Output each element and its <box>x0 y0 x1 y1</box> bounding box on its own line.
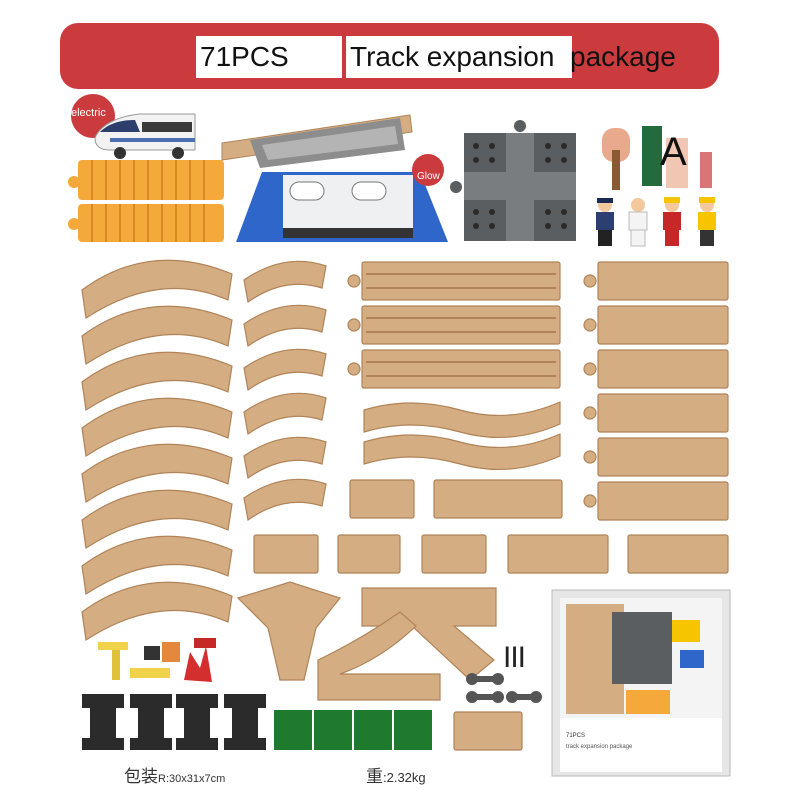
wavy-tracks <box>363 401 561 471</box>
glow-tunnel <box>236 154 448 242</box>
glow-badge: Glow <box>417 171 440 182</box>
electric-train <box>71 94 196 159</box>
weight: 重:2.32kg <box>366 762 426 787</box>
small-curve-tracks <box>243 260 327 522</box>
weight-label: 重 <box>366 767 383 786</box>
title-label: Track expansion <box>346 36 572 78</box>
green-blocks <box>274 710 432 750</box>
title-label-suffix: package <box>570 41 676 72</box>
medium-straight-tracks <box>253 479 729 751</box>
package-size-label: 包装 <box>124 767 158 786</box>
bridge-ramp <box>221 114 413 168</box>
pcs-count-label: 71PCS <box>196 36 342 78</box>
long-straight-tracks <box>347 261 561 389</box>
large-curve-tracks <box>81 259 233 642</box>
accessories <box>98 638 216 682</box>
electric-badge: electric <box>71 107 106 119</box>
box-count-label: 71PCS <box>566 733 586 739</box>
connectors <box>466 673 542 703</box>
package-size-value: R:30x31x7cm <box>158 773 226 785</box>
orange-flex-tracks <box>68 160 224 242</box>
package-size: 包装R:30x31x7cm <box>124 762 225 787</box>
trees <box>602 126 712 190</box>
roman-three-label: III <box>503 641 526 674</box>
bridge-pillars <box>82 694 266 750</box>
weight-value: :2.32kg <box>383 770 426 785</box>
letter-a-label: A <box>660 130 687 174</box>
figures <box>596 197 716 247</box>
right-straight-tracks <box>583 261 729 521</box>
box-title-label: track expansion package <box>566 744 633 750</box>
switch-tracks <box>236 581 497 701</box>
crossing-tile <box>450 120 576 241</box>
package-box <box>551 589 731 777</box>
